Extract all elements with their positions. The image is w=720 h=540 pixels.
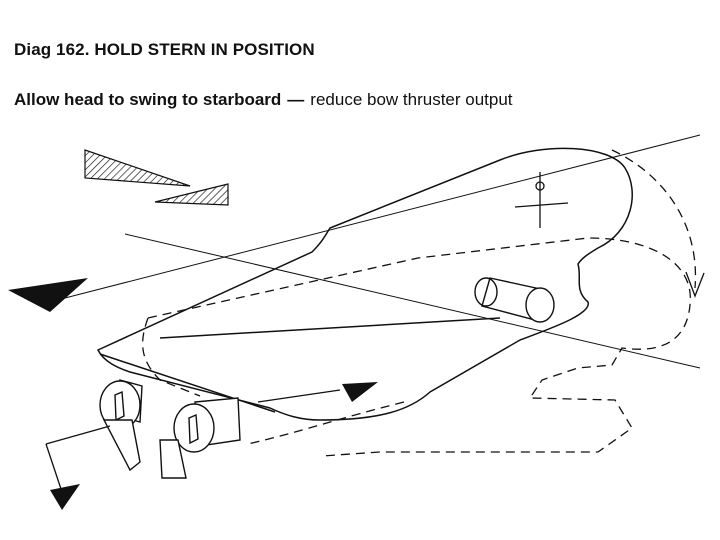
bow-thruster [475, 278, 554, 322]
port-propeller [100, 380, 142, 470]
ship-hull [98, 148, 632, 420]
stern-movement-arrow [46, 426, 110, 510]
reference-lines [65, 135, 700, 368]
stern-direction-arrow [258, 382, 378, 402]
wind-arrow-icon [85, 150, 228, 205]
starboard-propeller [160, 398, 240, 478]
